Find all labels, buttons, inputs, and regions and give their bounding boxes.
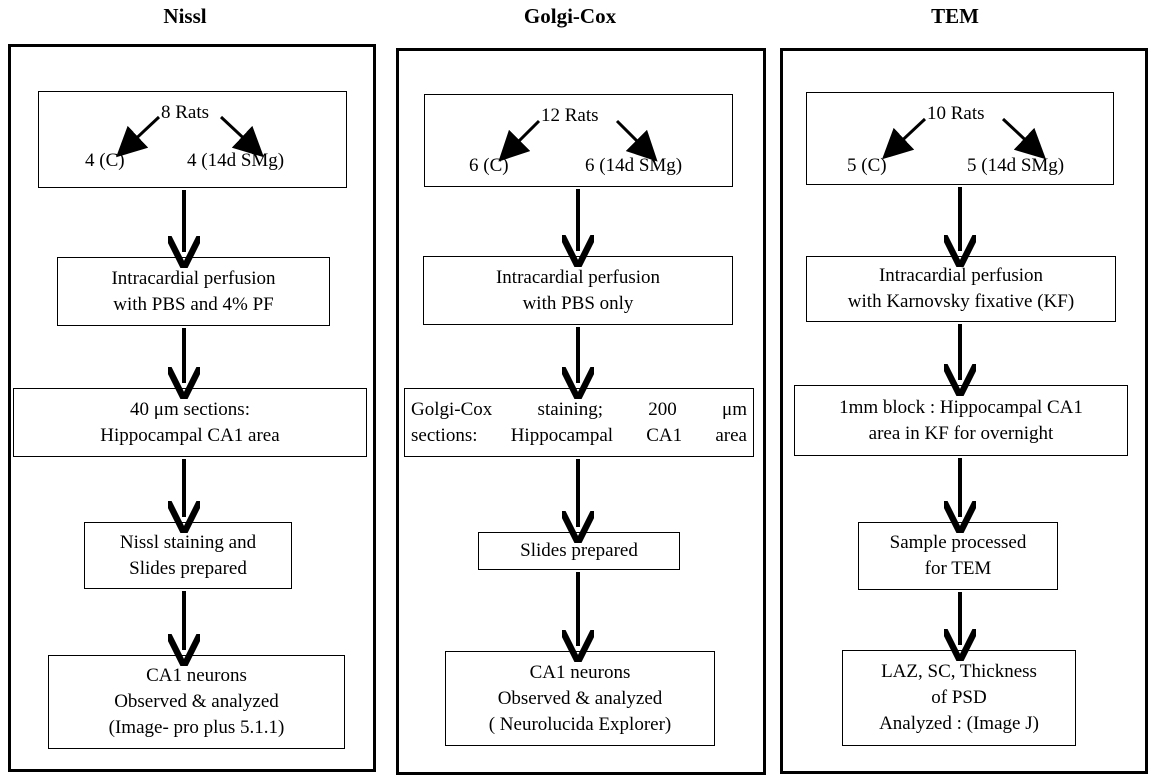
rats-total: 12 Rats (541, 105, 599, 126)
split-arrows (116, 115, 264, 158)
step-slides-golgi-cox: Slides prepared (478, 532, 680, 570)
column-title-golgi-cox: Golgi-Cox (523, 4, 617, 28)
rats-box-tem: 10 Rats 5 (C) 5 (14d SMg) (806, 92, 1114, 185)
step-sections-nissl: 40 μm sections:Hippocampal CA1 area (13, 388, 367, 457)
rats-treated: 6 (14d SMg) (585, 155, 683, 176)
rats-box-nissl: 8 Rats 4 (C) 4 (14d SMg) (38, 91, 347, 188)
rats-control: 5 (C) (847, 155, 887, 176)
rats-control: 4 (C) (85, 150, 125, 171)
column-title-nissl: Nissl (163, 4, 207, 28)
rats-total: 8 Rats (161, 102, 210, 123)
rats-total: 10 Rats (927, 103, 985, 124)
rats-box-golgi-cox: 12 Rats 6 (C) 6 (14d SMg) (424, 94, 733, 187)
split-arrows (882, 117, 1046, 160)
split-arrows (498, 119, 658, 162)
column-title-tem: TEM (931, 4, 979, 28)
rats-treated: 5 (14d SMg) (967, 155, 1065, 176)
